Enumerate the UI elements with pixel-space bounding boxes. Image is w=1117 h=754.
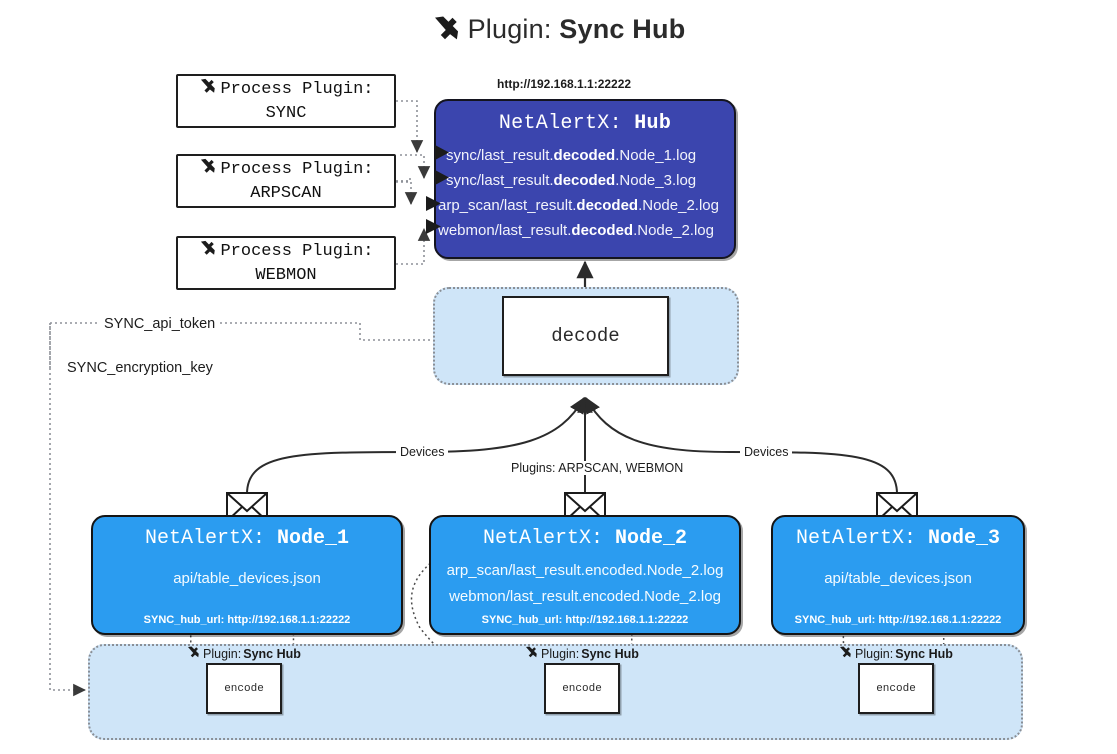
log-em: decoded [553,172,616,189]
log-em: decoded [553,147,616,164]
node-payload: api/table_devices.json [173,570,321,587]
log-post: .Node_1.log [615,147,697,164]
encode-box-3[interactable]: encode [858,663,934,714]
node-name: Node_3 [928,527,1001,550]
decode-label: decode [551,325,620,347]
node-box-node-3[interactable]: NetAlertX: Node_3 api/table_devices.json… [771,515,1025,635]
plug-icon [198,77,218,103]
hub-log-list: sync/last_result.decoded.Node_1.log sync… [436,143,734,243]
process-plugin-label: Process Plugin: [220,159,374,179]
node-payload: arp_scan/last_result.encoded.Node_2.log [446,562,724,579]
node-name: Node_1 [277,527,350,550]
node-footer: SYNC_hub_url: http://192.168.1.1:22222 [481,614,689,626]
log-em: decoded [576,197,639,214]
node-payload: api/table_devices.json [824,570,972,587]
plug-icon [524,645,539,662]
plug-icon [186,645,201,662]
node-payload: webmon/last_result.encoded.Node_2.log [449,588,721,605]
sync-api-token-label: SYNC_api_token [99,316,221,332]
hub-name: Hub [634,112,672,135]
log-em: decoded [571,222,634,239]
node-footer: SYNC_hub_url: http://192.168.1.1:22222 [143,614,351,626]
title-name: Sync Hub [559,14,686,44]
page-title: Plugin: Sync Hub [0,14,1117,49]
log-pre: arp_scan/last_result. [438,197,577,214]
flow-label-right-devices: Devices [740,445,793,459]
process-plugin-label: Process Plugin: [220,241,374,261]
caption-name: Sync Hub [581,646,639,661]
sync-encryption-key-label: SYNC_encryption_key [62,360,218,376]
process-plugin-webmon[interactable]: Process Plugin: WEBMON [176,236,396,290]
node-name: Node_2 [615,527,688,550]
flow-label-left-devices: Devices [396,445,449,459]
encode-box-1[interactable]: encode [206,663,282,714]
node-app: NetAlertX: [482,527,603,550]
encode-box-2[interactable]: encode [544,663,620,714]
node-app: NetAlertX: [795,527,916,550]
encode-caption-2: Plugin: Sync Hub [524,645,639,662]
process-plugin-name: ARPSCAN [250,184,322,203]
caption-name: Sync Hub [895,646,953,661]
log-pre: sync/last_result. [446,172,554,189]
plug-icon [198,157,218,183]
encode-caption-3: Plugin: Sync Hub [838,645,953,662]
plug-icon [838,645,853,662]
caption-prefix: Plugin: [541,646,580,661]
log-post: .Node_2.log [633,222,714,239]
hub-log-row: arp_scan/last_result.decoded.Node_2.log [438,193,734,218]
hub-title: NetAlertX: Hub [436,112,734,135]
process-plugin-name: WEBMON [255,266,317,285]
hub-url-label: http://192.168.1.1:22222 [497,77,632,91]
encode-label: encode [224,682,264,695]
encode-label: encode [876,682,916,695]
log-post: .Node_3.log [615,172,697,189]
title-prefix: Plugin: [467,14,552,44]
hub-app: NetAlertX: [498,112,622,135]
hub-log-row: sync/last_result.decoded.Node_1.log [446,143,734,168]
process-plugin-sync[interactable]: Process Plugin: SYNC [176,74,396,128]
flow-label-center-plugins: Plugins: ARPSCAN, WEBMON [507,461,688,475]
process-plugin-name: SYNC [265,104,307,123]
node-box-node-1[interactable]: NetAlertX: Node_1 api/table_devices.json… [91,515,403,635]
log-pre: sync/last_result. [446,147,554,164]
hub-log-row: sync/last_result.decoded.Node_3.log [446,168,734,193]
caption-name: Sync Hub [243,646,301,661]
node-app: NetAlertX: [144,527,265,550]
node-title: NetAlertX: Node_1 [93,527,401,550]
hub-log-row: webmon/last_result.decoded.Node_2.log [438,218,734,243]
caption-prefix: Plugin: [855,646,894,661]
log-pre: webmon/last_result. [438,222,572,239]
log-post: .Node_2.log [638,197,719,214]
hub-box[interactable]: NetAlertX: Hub sync/last_result.decoded.… [434,99,736,259]
plug-icon [198,239,218,265]
caption-prefix: Plugin: [203,646,242,661]
process-plugin-arpscan[interactable]: Process Plugin: ARPSCAN [176,154,396,208]
encode-label: encode [562,682,602,695]
decode-box[interactable]: decode [502,296,669,376]
process-plugin-label: Process Plugin: [220,79,374,99]
encode-caption-1: Plugin: Sync Hub [186,645,301,662]
node-title: NetAlertX: Node_3 [773,527,1023,550]
node-box-node-2[interactable]: NetAlertX: Node_2 arp_scan/last_result.e… [429,515,741,635]
plug-icon [432,14,462,49]
node-footer: SYNC_hub_url: http://192.168.1.1:22222 [794,614,1002,626]
node-title: NetAlertX: Node_2 [431,527,739,550]
